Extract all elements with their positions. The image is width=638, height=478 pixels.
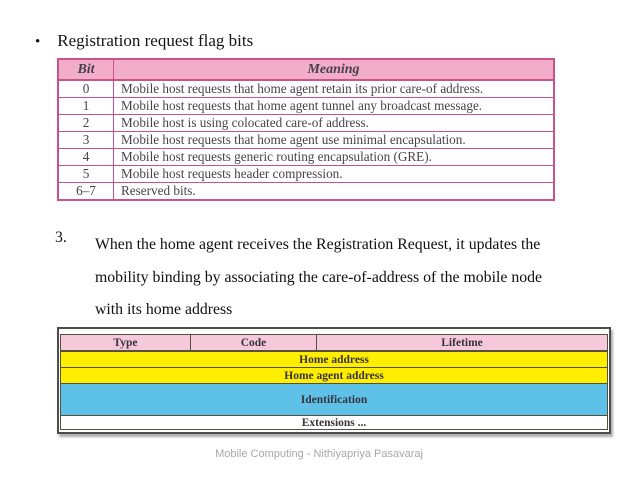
bit-cell: 5 (57, 165, 114, 183)
list-number: 3. (55, 229, 67, 246)
bit-cell: 2 (57, 114, 114, 132)
packet-field-row: Extensions ... (60, 415, 608, 430)
packet-header-cell: Code (190, 335, 318, 350)
paragraph-line: mobility binding by associating the care… (95, 268, 543, 286)
flag-table-header-meaning: Meaning (113, 58, 555, 81)
bit-cell: 4 (57, 148, 114, 166)
paragraph-line: with its home address (95, 301, 233, 318)
packet-field-row: Identification (60, 383, 608, 416)
footer-text: Mobile Computing - Nithiyapriya Pasavara… (215, 448, 423, 460)
meaning-cell: Mobile host requests that home agent tun… (113, 97, 555, 115)
meaning-cell: Reserved bits. (113, 182, 555, 201)
bullet-icon: • (35, 34, 41, 50)
meaning-cell: Mobile host requests that home agent use… (113, 131, 555, 149)
numbered-item: 3. When the home agent receives the Regi… (55, 229, 630, 327)
packet-field-row: Home agent address (60, 367, 608, 384)
bit-cell: 6–7 (57, 182, 114, 201)
packet-field-row: Home address (60, 351, 608, 368)
flag-table-header-row: Bit Meaning (57, 58, 555, 81)
bit-cell: 0 (57, 79, 114, 98)
paragraph-line: When the home agent receives the Registr… (95, 236, 541, 253)
packet-header-cell: Type (61, 335, 191, 350)
page-title: Registration request flag bits (57, 31, 254, 50)
meaning-cell: Mobile host requests generic routing enc… (113, 148, 555, 166)
bit-cell: 3 (57, 131, 114, 149)
meaning-cell: Mobile host is using colocated care-of a… (113, 114, 555, 132)
packet-header-cell: Lifetime (317, 335, 607, 350)
list-text: When the home agent receives the Registr… (95, 229, 630, 327)
bullet-title-row: • Registration request flag bits (35, 31, 253, 51)
meaning-cell: Mobile host requests that home agent ret… (113, 79, 555, 98)
meaning-cell: Mobile host requests header compression. (113, 165, 555, 183)
flag-table-header-bit: Bit (57, 58, 114, 81)
bit-cell: 1 (57, 97, 114, 115)
